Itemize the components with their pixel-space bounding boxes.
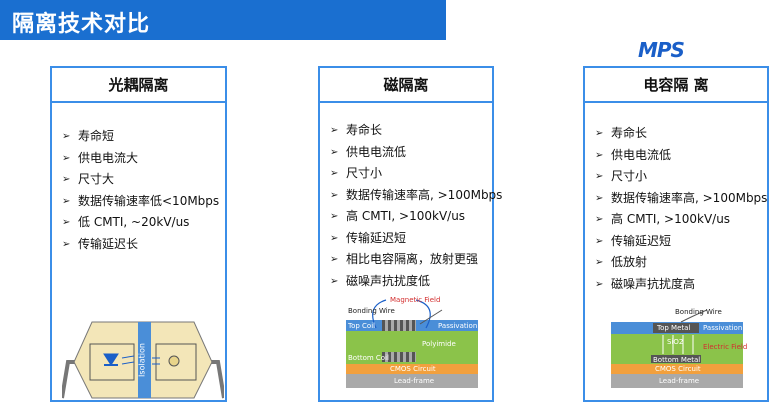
list-item: 数据传输速率高, >100Mbps <box>330 185 502 207</box>
list-item: 供电电流大 <box>62 148 219 170</box>
list-item: 尺寸小 <box>595 166 767 188</box>
list-item: 低放射 <box>595 252 767 274</box>
list-item: 低 CMTI, ~20kV/us <box>62 212 219 234</box>
list-item: 供电电流低 <box>330 142 502 164</box>
svg-text:Isolation: Isolation <box>138 343 147 377</box>
list-item: 寿命长 <box>595 123 767 145</box>
card-title: 磁隔离 <box>320 68 492 103</box>
list-item: 供电电流低 <box>595 145 767 167</box>
list-item: 传输延迟短 <box>330 228 502 250</box>
list-item: 高 CMTI, >100kV/us <box>330 206 502 228</box>
cmos-label: CMOS Circuit <box>390 365 436 373</box>
optocoupler-diagram: Isolation <box>60 318 226 402</box>
lead-frame-label: Lead-frame <box>394 377 435 385</box>
bottom-coil-label: Bottom Coil <box>348 354 389 362</box>
card-title: 光耦隔离 <box>52 68 225 103</box>
magnetic-isolation-diagram: Magnetic Field Bonding Wire Top Coil Pas… <box>346 294 478 388</box>
list-item: 数据传输速率低<10Mbps <box>62 191 219 213</box>
lead-frame-label: Lead-frame <box>659 377 700 385</box>
passivation-label: Passivation <box>438 322 478 330</box>
bottom-metal-label: Bottom Metal <box>653 356 701 364</box>
isolation-label: Isolation <box>138 343 147 377</box>
bonding-wire-label: Bonding Wire <box>675 308 722 316</box>
feature-list: 寿命短 供电电流大 尺寸大 数据传输速率低<10Mbps 低 CMTI, ~20… <box>62 126 219 255</box>
mps-logo: MPS <box>638 38 685 62</box>
polyimide-label: Polyimide <box>422 340 456 348</box>
optocoupler-diagram-graphic: Isolation <box>60 321 226 399</box>
cmos-label: CMOS Circuit <box>655 365 701 373</box>
list-item: 磁噪声抗扰度低 <box>330 271 502 293</box>
list-item: 磁噪声抗扰度高 <box>595 274 767 296</box>
list-item: 寿命短 <box>62 126 219 148</box>
electric-field-lines <box>662 309 708 354</box>
list-item: 寿命长 <box>330 120 502 142</box>
slide-title: 隔离技术对比 <box>12 12 151 37</box>
magnetic-field-label: Magnetic Field <box>390 296 441 304</box>
card-title: 电容隔 离 <box>585 68 767 103</box>
capacitive-isolation-diagram: Bonding Wire Top Metal Passivation SiO2 … <box>611 306 747 388</box>
list-item: 尺寸大 <box>62 169 219 191</box>
list-item: 尺寸小 <box>330 163 502 185</box>
magnetic-field-lines <box>372 299 443 329</box>
list-item: 传输延迟长 <box>62 234 219 256</box>
list-item: 数据传输速率高, >100Mbps <box>595 188 767 210</box>
feature-list: 寿命长 供电电流低 尺寸小 数据传输速率高, >100Mbps 高 CMTI, … <box>595 123 767 295</box>
sio2-label: SiO2 <box>667 338 684 346</box>
top-metal-label: Top Metal <box>657 324 691 332</box>
list-item: 传输延迟短 <box>595 231 767 253</box>
title-bar: 隔离技术对比 <box>0 0 446 40</box>
list-item: 相比电容隔离，放射更强 <box>330 249 502 271</box>
passivation-label: Passivation <box>703 324 743 332</box>
top-coil-label: Top Coil <box>348 322 376 330</box>
bonding-wire-label: Bonding Wire <box>348 307 395 315</box>
list-item: 高 CMTI, >100kV/us <box>595 209 767 231</box>
electric-field-label: Electric Field <box>703 343 748 351</box>
feature-list: 寿命长 供电电流低 尺寸小 数据传输速率高, >100Mbps 高 CMTI, … <box>330 120 502 292</box>
